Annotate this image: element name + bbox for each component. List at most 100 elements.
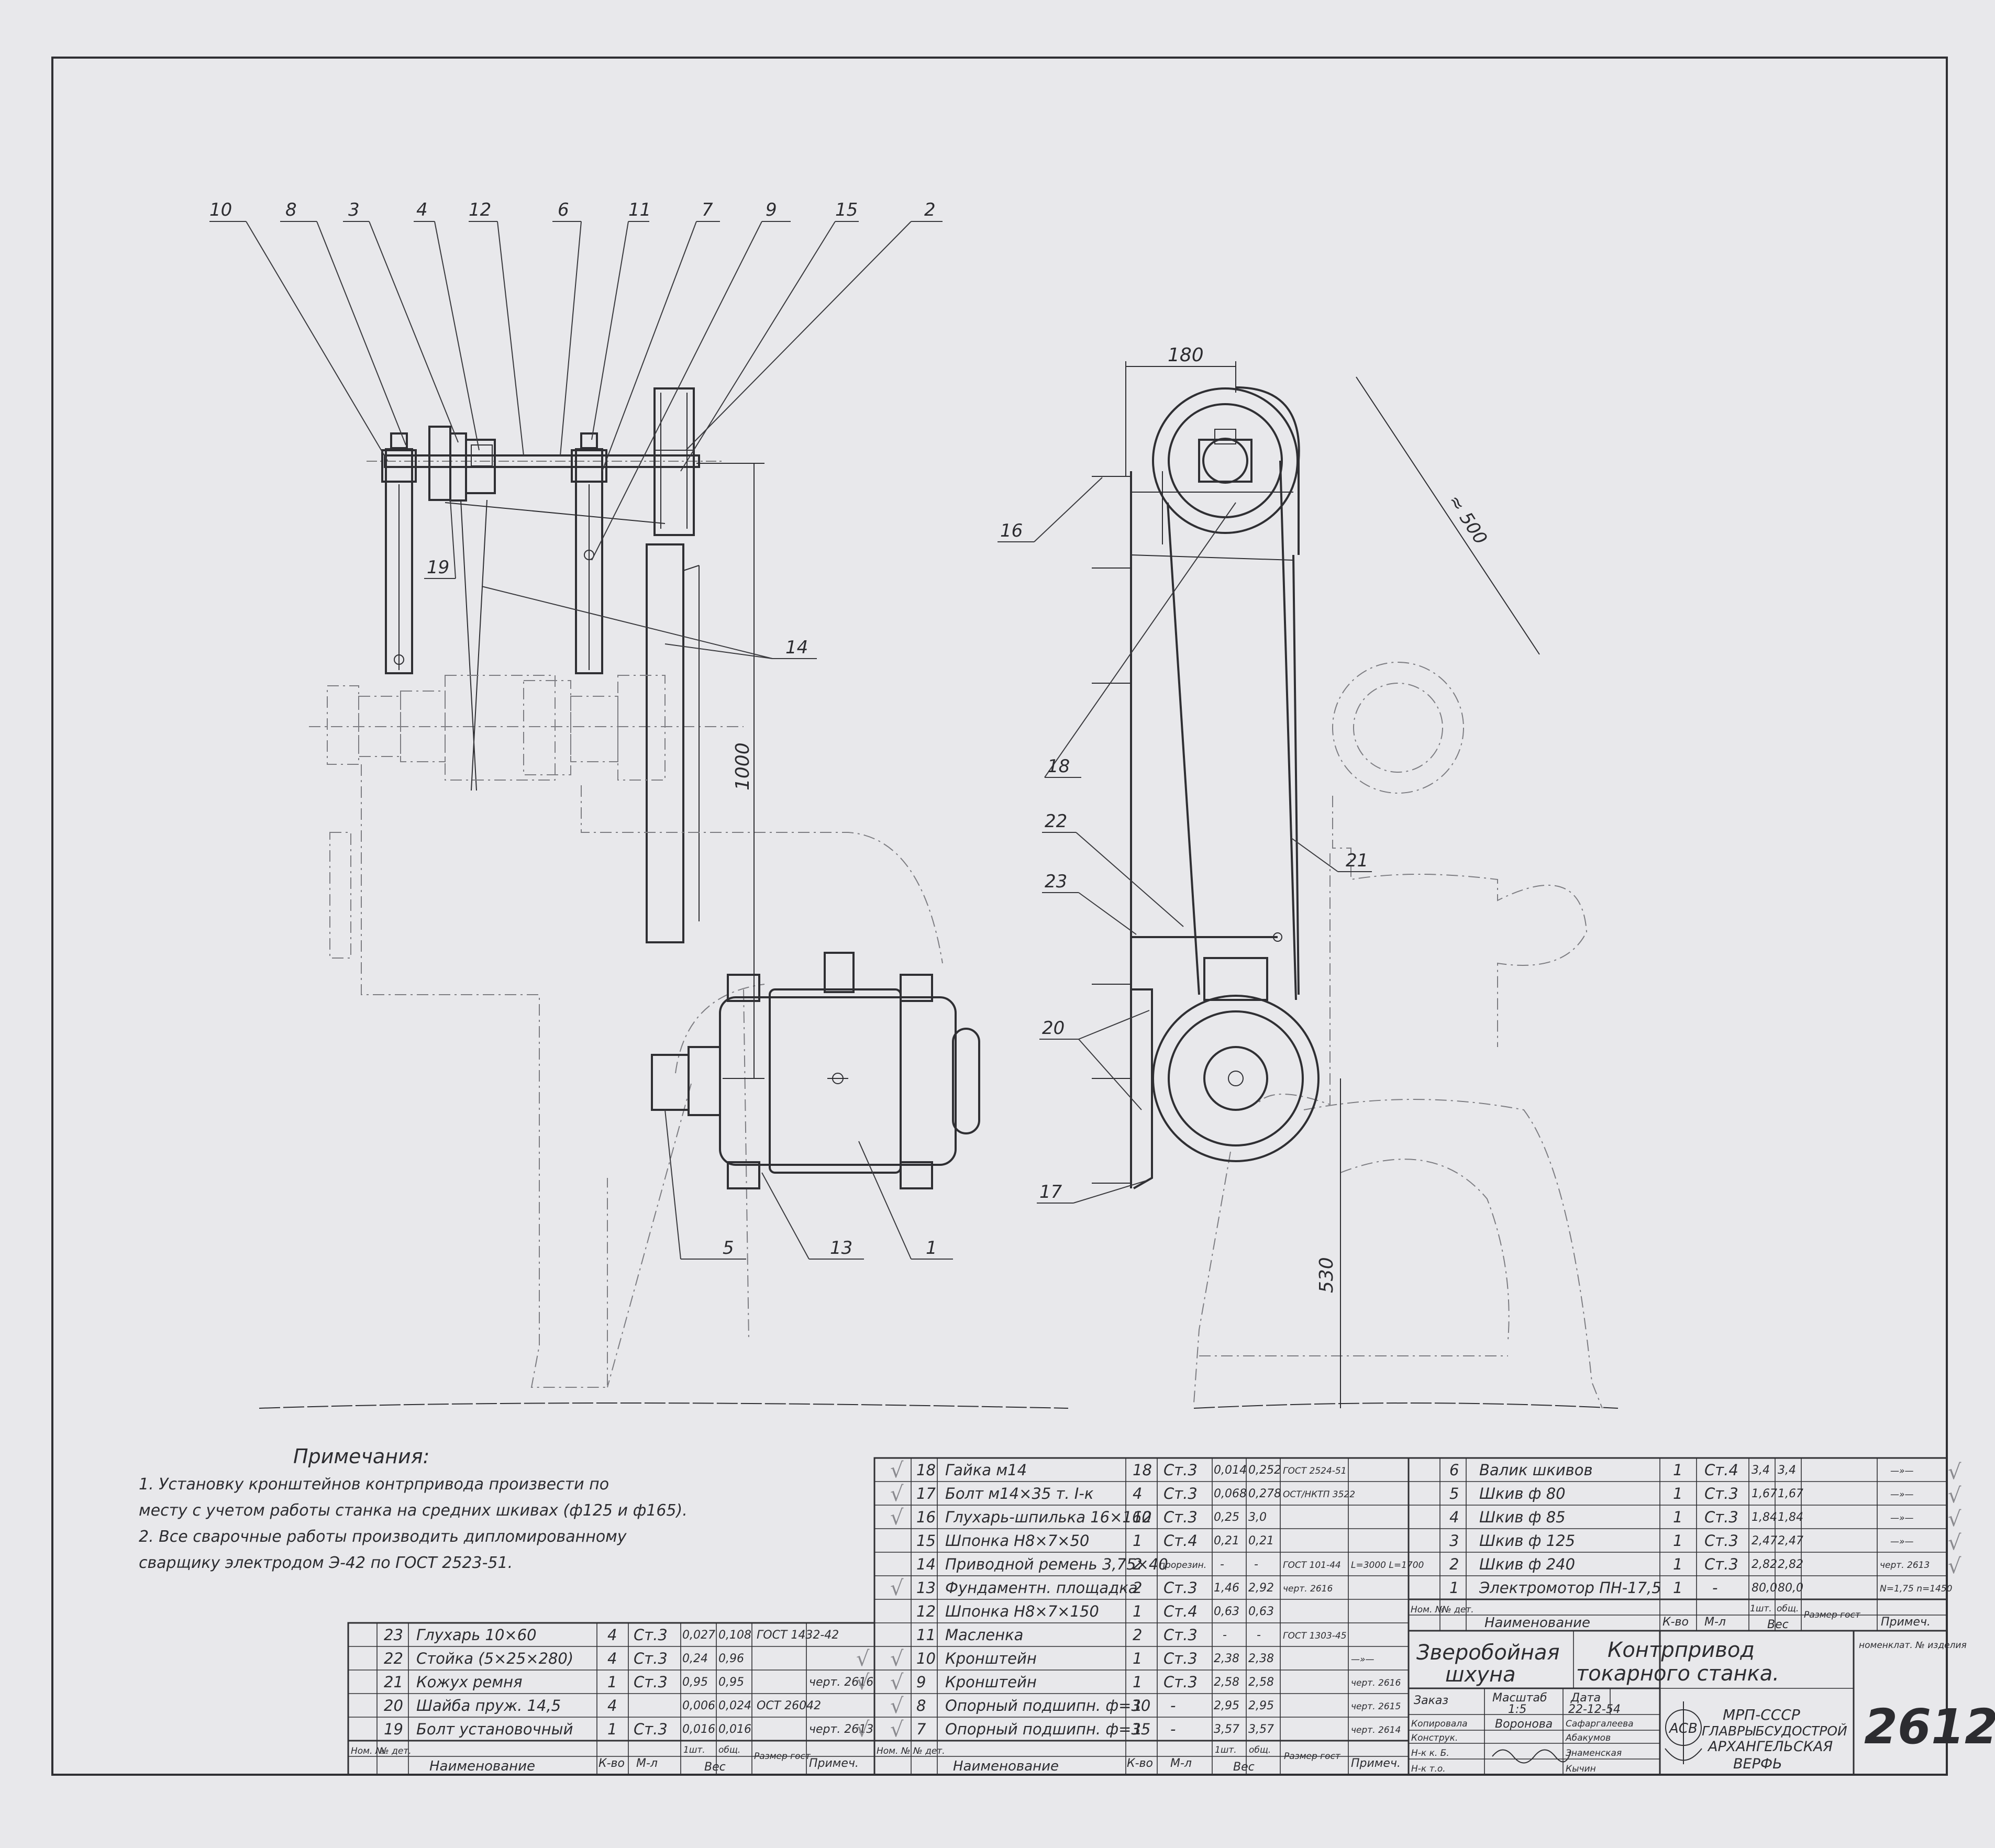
row-w2: 2,38 (1248, 1652, 1274, 1665)
stamp-role-3: Н-к к. Б. (1411, 1748, 1449, 1758)
row-name: Опорный подшипн. ф=30 (945, 1697, 1150, 1715)
header-mat: М-л (1170, 1757, 1192, 1770)
callout-19: 19 (427, 557, 449, 578)
row-name: Шкив ф 240 (1479, 1555, 1575, 1573)
header-w2: общ. (1249, 1745, 1271, 1755)
row-no: 6 (1449, 1461, 1459, 1479)
row-w2: 1,67 (1778, 1487, 1803, 1500)
shipyard-logo: АСВ (1665, 1701, 1702, 1764)
callout-23: 23 (1045, 871, 1067, 892)
callout-16: 16 (1000, 520, 1023, 541)
header-w1: 1шт. (1750, 1604, 1772, 1614)
row-no: 19 (384, 1720, 403, 1738)
stamp-name-2: Абакумов (1565, 1733, 1611, 1743)
bom-row: 17 Болт м14×35 т. I-к 4 Ст.3 0,068 0,278… (916, 1485, 1355, 1502)
row-no: 13 (916, 1579, 936, 1597)
bom-row: 4 Шкив ф 85 1 Ст.3 1,84 1,84 —»— (1449, 1508, 1914, 1526)
row-name: Глухарь 10×60 (416, 1626, 537, 1644)
stamp-role-1: Копировала (1411, 1719, 1468, 1729)
row-name: Масленка (945, 1626, 1023, 1644)
dim-530: 530 (1316, 1257, 1337, 1293)
row-gost: ГОСТ 1303-45 (1283, 1631, 1347, 1641)
check-icon: √ (890, 1647, 904, 1671)
row-mat: Ст.3 (1704, 1555, 1738, 1573)
row-no: 4 (1449, 1508, 1459, 1526)
note-line-2: месту с учетом работы станка на средних … (139, 1501, 688, 1520)
callout-5: 5 (723, 1238, 734, 1259)
row-mat: Ст.3 (1704, 1485, 1738, 1502)
callout-17: 17 (1039, 1182, 1062, 1203)
title-object-2: шхуна (1445, 1663, 1516, 1687)
left-callouts: 10 8 3 4 12 6 11 7 9 15 2 14 19 5 13 1 (209, 199, 953, 1260)
check-icon: √ (890, 1694, 904, 1718)
right-callouts: 16 18 22 23 21 20 17 (997, 477, 1372, 1204)
row-w2: 1,84 (1778, 1511, 1803, 1524)
row-w2: 3,57 (1248, 1723, 1274, 1736)
row-w2: 0,96 (718, 1652, 744, 1665)
row-gost: ГОСТ 1432-42 (757, 1629, 839, 1642)
row-no: 3 (1449, 1532, 1459, 1550)
bom-row: 1 Электромотор ПН-17,5 1 - 80,0 80,0 N=1… (1449, 1579, 1953, 1597)
callout-21: 21 (1346, 850, 1368, 871)
row-w2: 3,4 (1778, 1464, 1796, 1477)
check-icon: √ (890, 1576, 904, 1600)
row-note: черт. 2615 (1351, 1701, 1401, 1712)
tables-grid (347, 1457, 1948, 1776)
row-note: черт. 2613 (809, 1723, 873, 1736)
row-w2: 0,108 (718, 1629, 751, 1642)
row-name: Болт установочный (416, 1720, 573, 1738)
callout-14: 14 (785, 637, 808, 658)
row-w2: 2,95 (1248, 1699, 1274, 1712)
check-icon: √ (890, 1718, 904, 1742)
note-line-3: 2. Все сварочные работы производить дипл… (139, 1528, 627, 1546)
row-qty: 2 (1133, 1579, 1142, 1597)
row-mat: Ст.4 (1163, 1532, 1198, 1550)
row-gost: ОСТ 26042 (757, 1699, 821, 1712)
bom-left: 23 Глухарь 10×60 4 Ст.3 0,027 0,108 ГОСТ… (351, 1626, 873, 1774)
row-name: Шкив ф 125 (1479, 1532, 1575, 1550)
row-no: 16 (916, 1508, 936, 1526)
row-qty: 4 (607, 1650, 617, 1667)
row-no: 5 (1449, 1485, 1459, 1502)
row-name: Шпонка Н8×7×150 (945, 1602, 1099, 1620)
row-w1: 1,84 (1752, 1511, 1777, 1524)
header-size: Размер гост (1284, 1751, 1341, 1762)
bom-row: 8 Опорный подшипн. ф=30 1 - 2,95 2,95 че… (916, 1697, 1401, 1715)
callout-20: 20 (1042, 1018, 1065, 1039)
header-pos: Ном. № (1411, 1605, 1445, 1615)
row-w1: 0,016 (682, 1723, 715, 1736)
title-object-1: Зверобойная (1416, 1641, 1560, 1665)
title-block: Зверобойная шхуна Контрпривод токарного … (1411, 1638, 1995, 1774)
row-no: 8 (916, 1697, 926, 1715)
row-w1: 0,027 (682, 1629, 715, 1642)
row-note: черт. 2616 (1351, 1678, 1401, 1688)
callout-6: 6 (558, 199, 569, 220)
check-icon: √ (1948, 1531, 1961, 1555)
header-w1: 1шт. (683, 1745, 705, 1755)
callout-18: 18 (1047, 756, 1070, 777)
header-pos: Ном. № (351, 1746, 385, 1756)
callout-1: 1 (926, 1238, 937, 1259)
row-name: Стойка (5×25×280) (416, 1650, 573, 1667)
row-no: 10 (916, 1650, 936, 1667)
row-mat: Ст.3 (1163, 1626, 1198, 1644)
row-name: Гайка м14 (945, 1461, 1027, 1479)
row-qty: 1 (607, 1720, 617, 1738)
callout-13: 13 (830, 1238, 852, 1259)
row-w2: 0,21 (1248, 1534, 1274, 1548)
row-w1: 80,0 (1752, 1582, 1777, 1595)
stamp-role-4: Н-к т.о. (1411, 1764, 1446, 1774)
bom-row: 18 Гайка м14 18 Ст.3 0,014 0,252 ГОСТ 25… (916, 1461, 1347, 1479)
row-w1: 0,006 (682, 1699, 715, 1712)
row-mat: - (1170, 1697, 1176, 1715)
row-qty: 1 (1133, 1602, 1142, 1620)
header-mat: М-л (1704, 1616, 1726, 1629)
callout-22: 22 (1045, 811, 1067, 832)
row-gost: ГОСТ 101-44 (1283, 1560, 1341, 1571)
row-mat: Ст.3 (1163, 1461, 1198, 1479)
bom-row: 2 Шкив ф 240 1 Ст.3 2,82 2,82 черт. 2613 (1449, 1555, 1930, 1573)
row-qty: 1 (1673, 1532, 1682, 1550)
header-det: № дет. (1442, 1605, 1474, 1615)
bom-row: 13 Фундаментн. площадка 2 Ст.3 1,46 2,92… (916, 1579, 1333, 1597)
